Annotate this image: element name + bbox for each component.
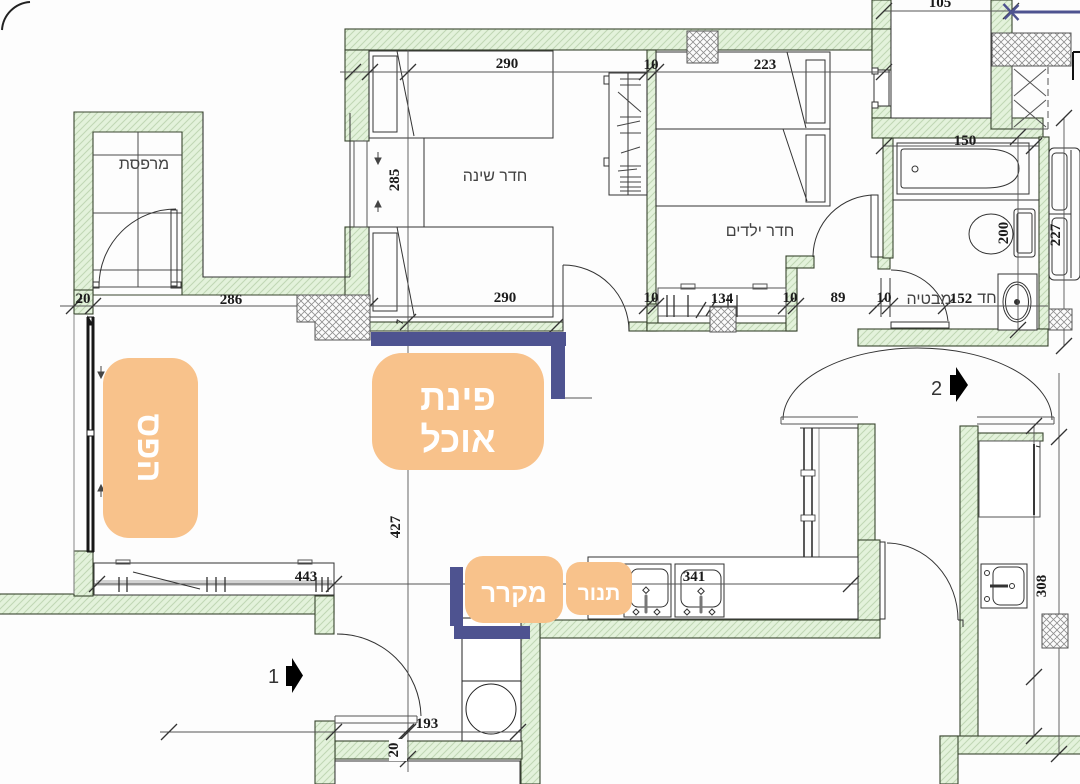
svg-text:290: 290 <box>494 290 517 306</box>
svg-text:מבטיה: מבטיה <box>907 291 952 308</box>
svg-text:89: 89 <box>831 290 846 306</box>
svg-text:286: 286 <box>220 292 243 308</box>
svg-text:חד: חד <box>977 290 996 307</box>
svg-text:10: 10 <box>644 290 659 306</box>
svg-text:227: 227 <box>1048 223 1064 246</box>
svg-text:חדר ילדים: חדר ילדים <box>726 222 795 240</box>
svg-text:341: 341 <box>683 569 706 585</box>
svg-text:105: 105 <box>929 0 952 11</box>
svg-text:150: 150 <box>954 133 977 149</box>
svg-text:אוכל: אוכל <box>420 419 495 460</box>
svg-text:223: 223 <box>754 57 777 73</box>
svg-text:10: 10 <box>783 290 798 306</box>
svg-text:1: 1 <box>268 666 279 688</box>
svg-text:20: 20 <box>386 743 402 758</box>
svg-text:חדר שינה: חדר שינה <box>463 168 528 185</box>
svg-text:193: 193 <box>416 716 439 732</box>
svg-text:מקרר: מקרר <box>481 578 547 608</box>
svg-text:152: 152 <box>950 291 973 307</box>
svg-text:134: 134 <box>711 291 734 307</box>
svg-text:308: 308 <box>1034 575 1050 598</box>
svg-text:מרפסת: מרפסת <box>119 156 169 173</box>
svg-text:7: 7 <box>395 319 407 326</box>
svg-text:פינת: פינת <box>420 377 496 418</box>
svg-text:2: 2 <box>931 378 942 400</box>
svg-text:20: 20 <box>76 291 91 307</box>
svg-text:10: 10 <box>877 290 892 306</box>
svg-text:10: 10 <box>644 57 659 73</box>
svg-text:285: 285 <box>387 169 403 192</box>
svg-text:הפס: הפס <box>130 414 168 483</box>
svg-text:427: 427 <box>388 515 404 538</box>
svg-text:290: 290 <box>496 56 519 72</box>
svg-text:200: 200 <box>996 222 1012 245</box>
svg-text:443: 443 <box>295 569 318 585</box>
svg-text:תנור: תנור <box>578 582 621 605</box>
